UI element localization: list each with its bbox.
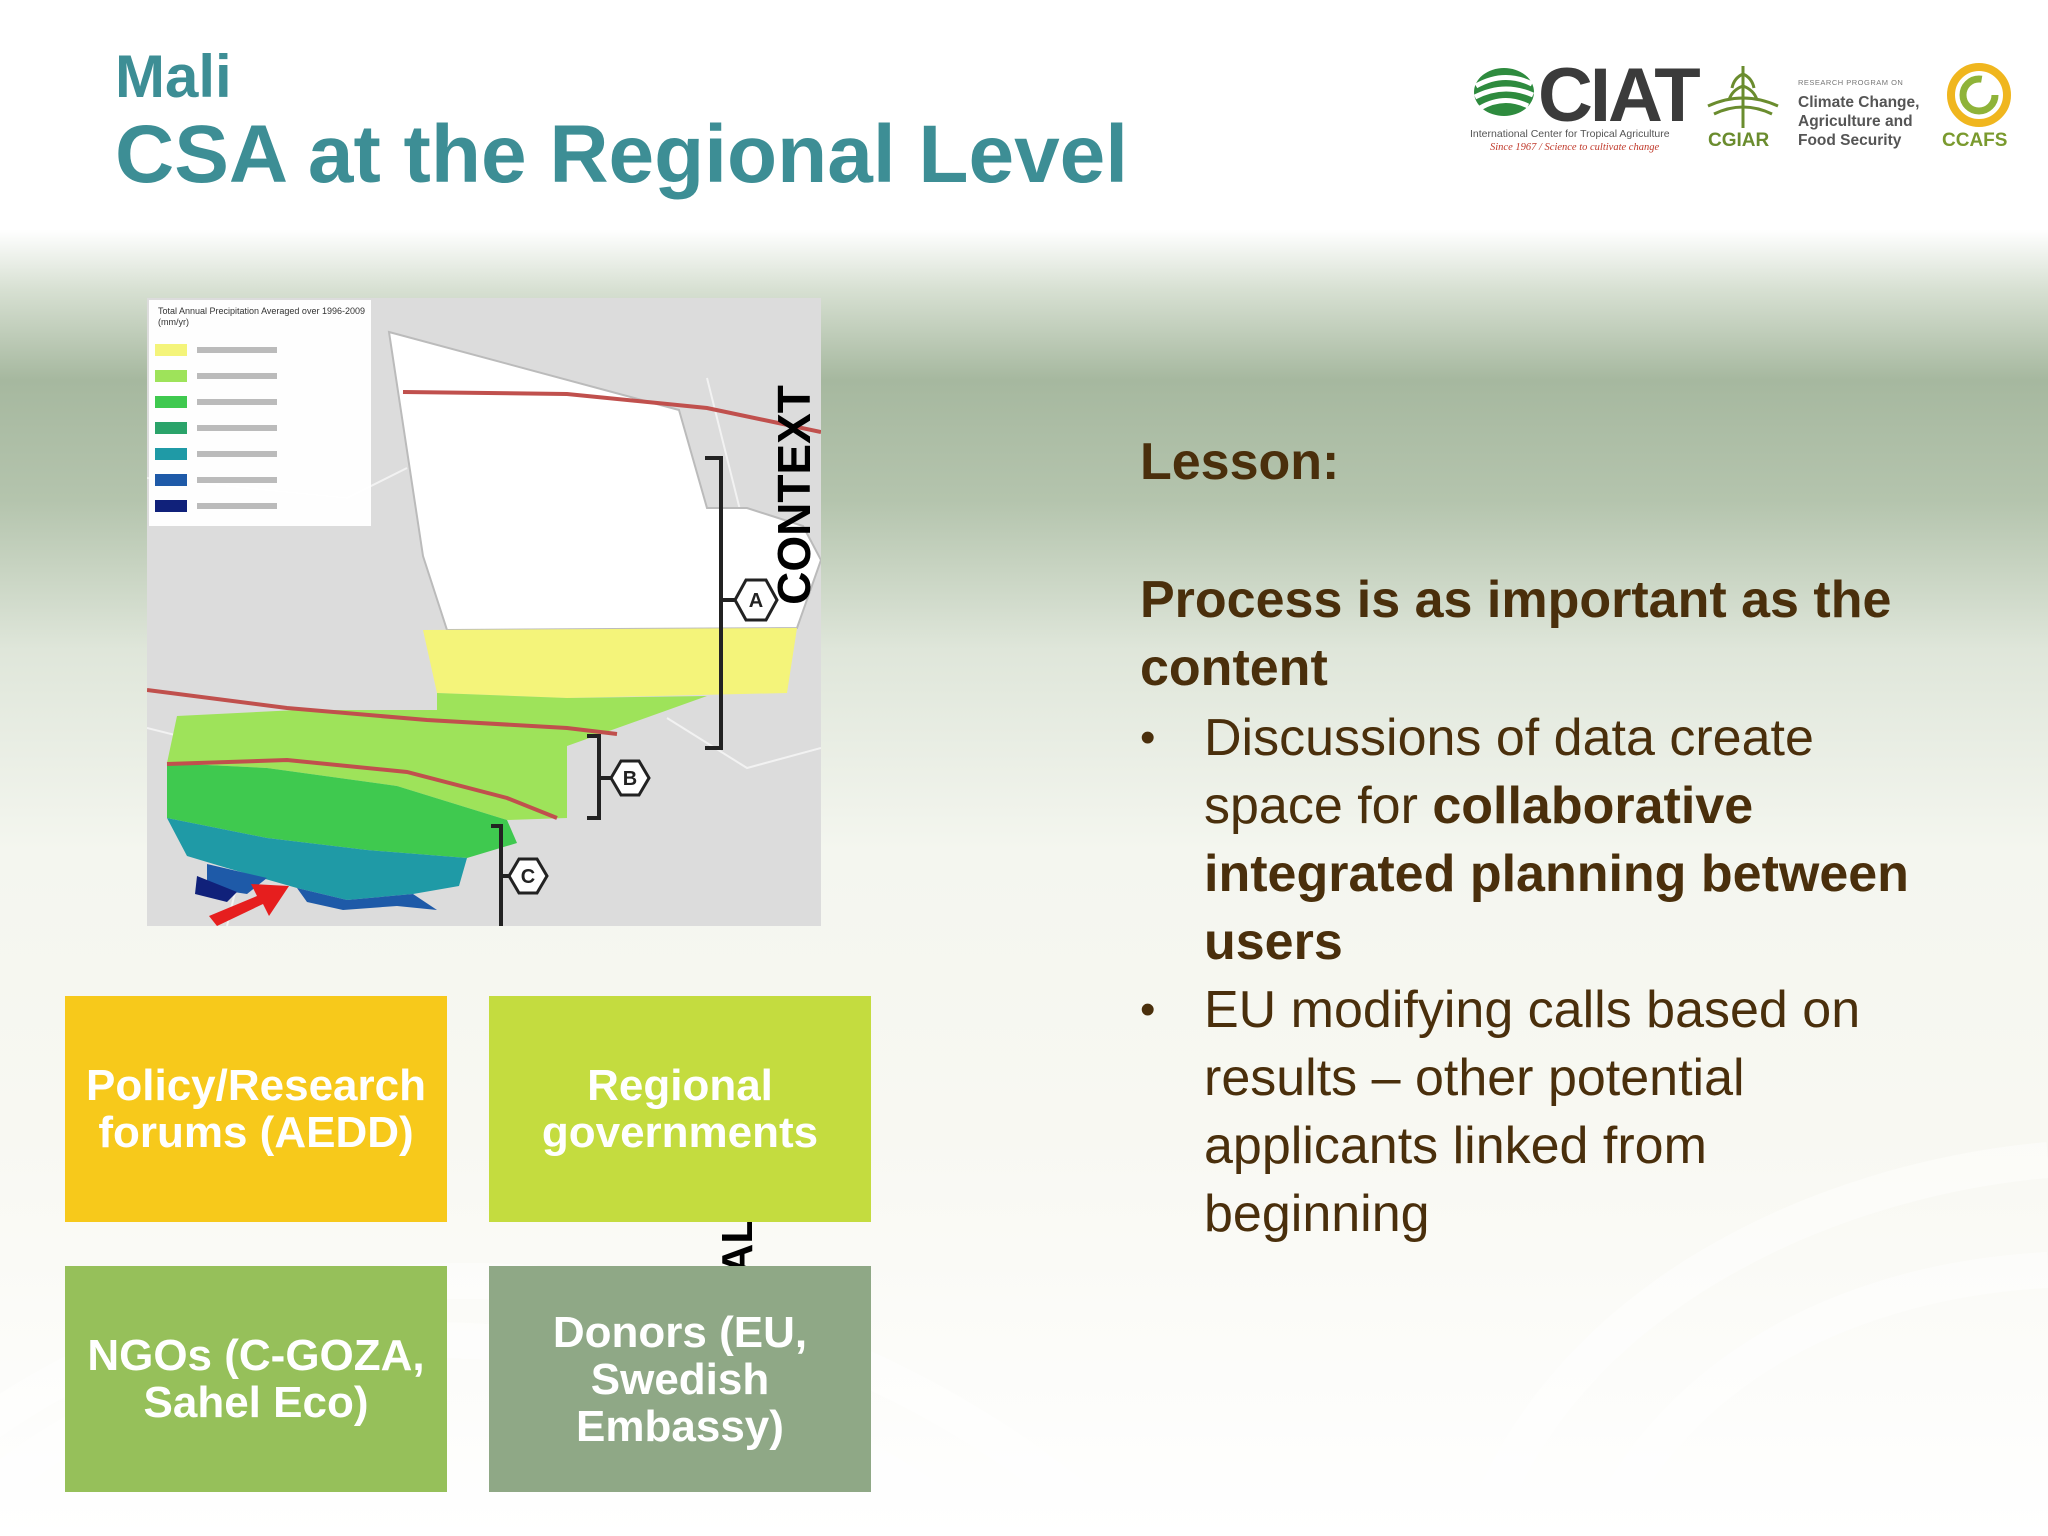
map-rainfall-line-middle xyxy=(147,688,618,736)
map-north-region xyxy=(387,330,821,632)
research-program-line-2: Agriculture and xyxy=(1798,113,1913,130)
lesson-label: Lesson: xyxy=(1140,433,1340,491)
ciat-slogan: Since 1967 / Science to cultivate change xyxy=(1490,142,1660,153)
zone-b-label: B xyxy=(623,768,637,790)
context-label: CONTEXT xyxy=(768,385,820,605)
zone-b-marker xyxy=(609,759,651,797)
user-box-ngos: NGOs (C-GOZA, Sahel Eco) xyxy=(65,1266,447,1492)
user-box-policy-research: Policy/Research forums (AEDD) xyxy=(65,996,447,1222)
research-program-line-1: Climate Change, xyxy=(1798,94,1920,111)
bullet-icon: • xyxy=(1140,985,1156,1034)
lesson-bullet-1-text: Discussions of data create space for xyxy=(1204,709,1814,835)
lesson-bullet-1-bold: collaborative integrated planning betwee… xyxy=(1204,777,1909,971)
cgiar-logo-text: CGIAR xyxy=(1708,130,1770,151)
cgiar-logo-icon xyxy=(1707,66,1779,128)
lesson-key-message: Process is as important as the content xyxy=(1140,571,1892,697)
map-zone-light-green xyxy=(167,693,707,820)
mali-precipitation-map: A B C xyxy=(147,298,821,926)
red-arrow-icon xyxy=(209,884,289,926)
ciat-logo-text: CIAT xyxy=(1538,53,1701,138)
map-legend-title: Total Annual Precipitation Averaged over… xyxy=(158,306,365,327)
map-rainfall-line-south xyxy=(166,757,558,820)
ccafs-logo-text: CCAFS xyxy=(1942,130,2008,151)
ciat-tagline: International Center for Tropical Agricu… xyxy=(1470,128,1670,140)
lesson-bullet-2: • EU modifying calls based on results – o… xyxy=(1140,976,1940,1248)
map-legend xyxy=(149,300,371,526)
lesson-bullets: • Discussions of data create space for co… xyxy=(1140,704,1940,1248)
zone-a-label: A xyxy=(749,590,763,612)
slide-subtitle: Mali xyxy=(115,43,232,110)
ccafs-logo-icon xyxy=(1947,63,2011,127)
partner-logos: CIAT International Center for Tropical A… xyxy=(1468,53,2016,160)
map-zone-teal xyxy=(167,818,467,900)
bullet-icon: • xyxy=(1140,713,1156,762)
lesson-bullet-1: • Discussions of data create space for co… xyxy=(1140,704,1940,976)
user-box-regional-governments: Regional governments xyxy=(489,996,871,1222)
zone-a-marker xyxy=(733,578,779,622)
map-zone-navy xyxy=(195,876,237,902)
zone-c-label: C xyxy=(521,866,535,888)
slide-title: CSA at the Regional Level xyxy=(115,109,1129,200)
research-program-label: RESEARCH PROGRAM ON xyxy=(1798,78,1904,87)
lesson-bullet-2-text: EU modifying calls based on results – ot… xyxy=(1204,981,1861,1243)
research-program-line-3: Food Security xyxy=(1798,132,1902,149)
map-rainfall-line-north xyxy=(402,390,821,434)
map-zone-green xyxy=(167,763,517,858)
zone-c-marker xyxy=(507,857,549,895)
map-zone-yellow xyxy=(423,628,797,698)
user-box-donors: Donors (EU, Swedish Embassy) xyxy=(489,1266,871,1492)
map-zone-blue xyxy=(207,864,437,910)
ciat-logo-icon xyxy=(1473,68,1535,116)
